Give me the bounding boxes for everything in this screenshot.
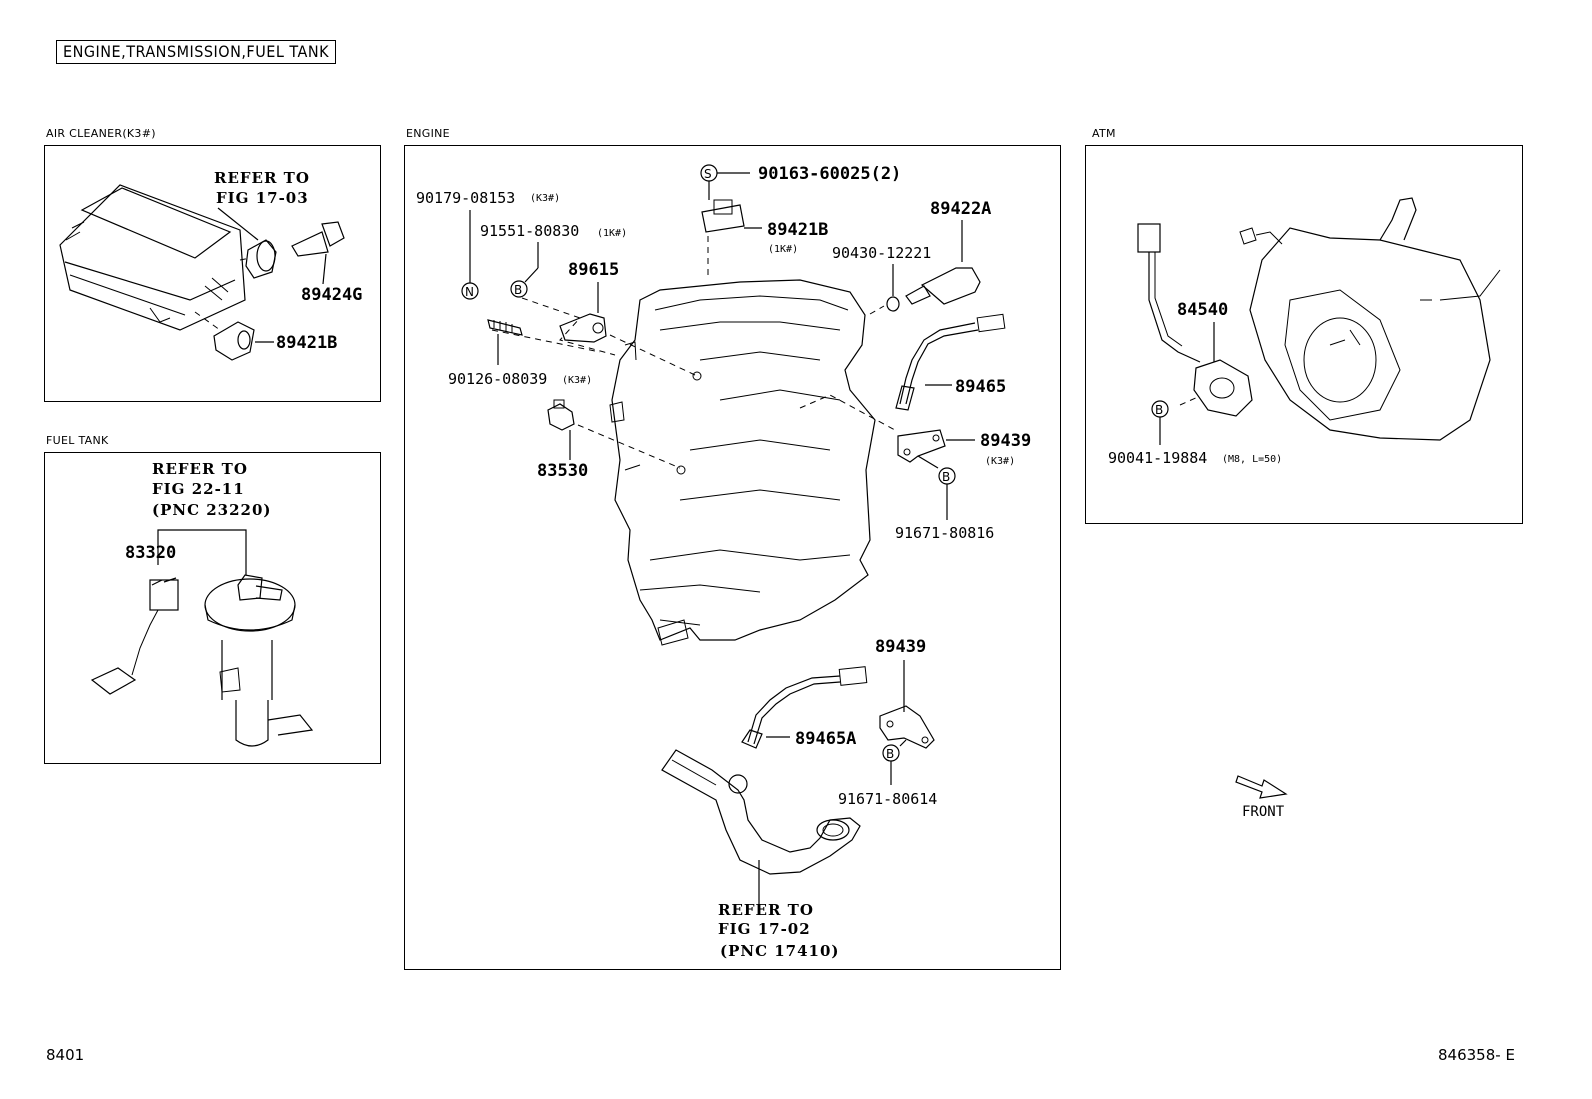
air-cleaner-refer-line1: REFER TO <box>214 169 310 187</box>
fuel-tank-panel <box>44 452 381 764</box>
note-89439-upper: (K3#) <box>985 456 1015 467</box>
front-arrow-icon <box>1235 775 1288 799</box>
fuel-pump-drawing <box>90 574 314 747</box>
footer-left-code: 8401 <box>46 1046 85 1064</box>
part-label-89421B-air: 89421B <box>276 333 337 353</box>
note-90179: (K3#) <box>530 193 560 204</box>
part-label-91671-80816: 91671-80816 <box>895 524 994 542</box>
part-label-83320: 83320 <box>125 543 176 563</box>
figure-title: ENGINE,TRANSMISSION,FUEL TANK <box>56 40 337 64</box>
air-cleaner-panel <box>44 145 381 402</box>
front-label: FRONT <box>1242 804 1285 820</box>
part-label-89439-lower: 89439 <box>875 637 926 657</box>
section-label-engine: ENGINE <box>406 127 450 140</box>
section-label-air-cleaner: AIR CLEANER(K3#) <box>46 127 156 140</box>
symbol-N: N <box>465 285 474 299</box>
part-label-89424G: 89424G <box>301 285 362 305</box>
air-cleaner-refer-line2: FIG 17-03 <box>216 189 309 207</box>
engine-block-drawing <box>609 279 876 646</box>
part-label-90041-19884: 90041-19884 <box>1108 449 1207 467</box>
symbol-B-engine-lower: B <box>886 747 894 761</box>
footer-right-code: 846358- E <box>1438 1046 1515 1064</box>
fuel-tank-refer-line2: FIG 22-11 <box>152 480 245 498</box>
transmission-drawing <box>1239 197 1501 441</box>
symbol-B-engine-knock: B <box>514 283 522 297</box>
engine-refer-line2: FIG 17-02 <box>718 920 811 938</box>
atm-panel <box>1085 145 1523 524</box>
part-label-89615: 89615 <box>568 260 619 280</box>
part-label-91551-80830: 91551-80830 <box>480 222 579 240</box>
part-label-90126-08039: 90126-08039 <box>448 370 547 388</box>
part-label-91671-80614: 91671-80614 <box>838 790 937 808</box>
symbol-B-engine-upper: B <box>942 470 950 484</box>
note-90041: (M8, L=50) <box>1222 454 1282 465</box>
note-89421B: (1K#) <box>768 244 798 255</box>
symbol-B-atm: B <box>1155 403 1163 417</box>
part-label-89421B-engine: 89421B <box>767 220 828 240</box>
section-label-fuel-tank: FUEL TANK <box>46 434 109 447</box>
part-label-89465A: 89465A <box>795 729 856 749</box>
engine-panel <box>404 145 1061 970</box>
engine-refer-line1: REFER TO <box>718 901 814 919</box>
air-cleaner-drawing <box>59 184 345 361</box>
section-label-atm: ATM <box>1092 127 1116 140</box>
part-label-89465: 89465 <box>955 377 1006 397</box>
note-90126: (K3#) <box>562 375 592 386</box>
part-label-83530: 83530 <box>537 461 588 481</box>
part-label-90430-12221: 90430-12221 <box>832 244 931 262</box>
note-91551: (1K#) <box>597 228 627 239</box>
fuel-tank-refer-line1: REFER TO <box>152 460 248 478</box>
part-label-89422A: 89422A <box>930 199 991 219</box>
part-label-90179-08153: 90179-08153 <box>416 189 515 207</box>
fuel-tank-refer-line3: (PNC 23220) <box>152 501 272 519</box>
part-label-84540: 84540 <box>1177 300 1228 320</box>
part-label-89439-upper: 89439 <box>980 431 1031 451</box>
part-label-90163-60025: 90163-60025(2) <box>758 164 901 184</box>
engine-refer-line3: (PNC 17410) <box>720 942 840 960</box>
symbol-S: S <box>704 167 712 181</box>
